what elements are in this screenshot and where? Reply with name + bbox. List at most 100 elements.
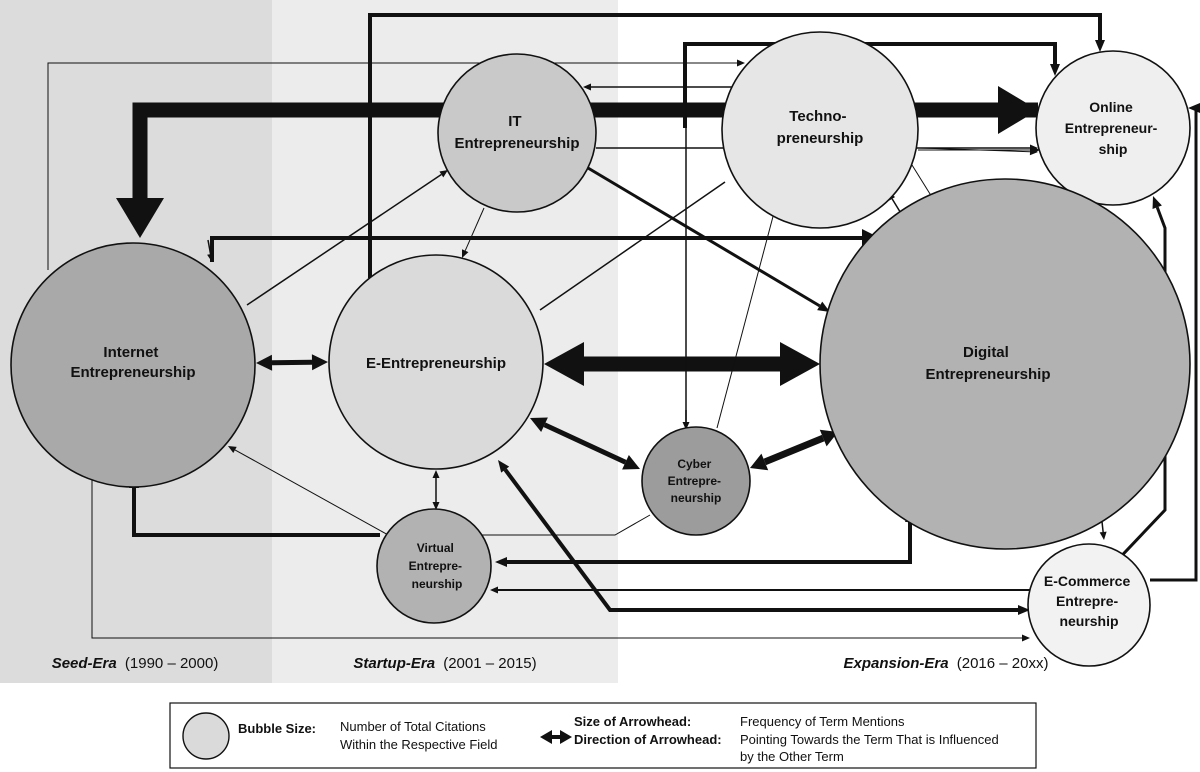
era-range: (2016 – 20xx) — [957, 655, 1049, 672]
influence-arrow — [480, 514, 651, 536]
influence-arrow — [530, 417, 640, 470]
arrow-line — [763, 434, 825, 466]
arrow-line — [587, 166, 821, 308]
legend-bubble-title: Bubble Size: — [238, 721, 316, 736]
node-label-line: Entrepre- — [668, 474, 721, 488]
arrowhead — [540, 730, 552, 744]
node-virtual-entrepreneurship: Virtual Entrepre- neurship — [376, 508, 492, 624]
node-cyber-entrepreneurship: Cyber Entrepre- neurship — [641, 426, 751, 536]
arrow-line — [207, 239, 212, 255]
influence-arrow — [920, 86, 1038, 134]
influence-arrow — [490, 586, 1030, 594]
node-label-line: Entrepreneurship — [70, 364, 195, 381]
influence-arrow — [682, 410, 690, 430]
node-label-line: E-Entrepreneurship — [366, 355, 506, 372]
arrow-line — [246, 173, 442, 306]
arrow-line — [1150, 106, 1200, 582]
arrowhead — [1050, 64, 1060, 76]
influence-arrow — [683, 42, 1060, 128]
arrowhead — [817, 301, 830, 312]
era-range: (1990 – 2000) — [125, 655, 218, 672]
arrowhead — [495, 557, 507, 567]
node-label-line: Internet — [103, 344, 158, 361]
node-internet-entrepreneurship: Internet Entrepreneurship — [10, 242, 256, 488]
influence-arrow — [919, 147, 1038, 156]
arrowhead — [780, 342, 820, 386]
legend-double-arrow-icon — [540, 730, 572, 744]
arrowhead — [116, 198, 164, 238]
node-label-line: neurship — [671, 491, 722, 505]
era-name: Expansion-Era — [844, 655, 949, 672]
arrow-line — [368, 13, 1102, 278]
arrowhead — [682, 422, 690, 430]
arrowhead — [622, 455, 640, 470]
arrow-line — [234, 449, 391, 537]
legend-box — [169, 702, 1037, 769]
influence-arrow — [716, 190, 782, 429]
influence-arrow — [539, 181, 726, 311]
legend-arrow-title-2: Direction of Arrowhead: — [574, 732, 722, 747]
node-label-line: Entrepre- — [409, 559, 462, 573]
influence-arrow — [587, 166, 830, 312]
influence-arrow — [368, 13, 1105, 278]
arrowhead — [490, 586, 498, 594]
arrowhead — [207, 253, 215, 262]
arrowhead — [311, 354, 328, 371]
node-e-entrepreneurship: E-Entrepreneurship — [328, 254, 544, 470]
legend: Bubble Size: Number of Total Citations W… — [169, 702, 1037, 769]
node-label-line: Digital — [963, 344, 1009, 361]
node-label-line: IT — [508, 113, 521, 130]
influence-arrow — [918, 146, 1040, 154]
arrowhead — [1099, 531, 1107, 540]
arrowhead — [1032, 146, 1040, 154]
svg-text:Techno- preneurship: Techno- preneurship — [777, 108, 864, 147]
edges-layer — [47, 13, 1200, 642]
influence-arrow — [256, 354, 328, 371]
svg-text:IT Entrepreneurship: IT Entrepreneurship — [454, 113, 579, 152]
node-label-line: Entrepreneur- — [1065, 120, 1158, 136]
arrowhead — [439, 170, 448, 178]
arrow-line — [480, 514, 651, 536]
arrowhead — [560, 730, 572, 744]
node-e-commerce-entrepreneurship: E-Commerce Entrepre- neurship — [1027, 543, 1151, 667]
node-label-line: Virtual — [417, 541, 454, 555]
arrow-line — [716, 197, 779, 429]
arrowhead — [750, 453, 769, 471]
node-label-line: E-Commerce — [1044, 573, 1131, 589]
arrowhead — [530, 417, 548, 432]
arrow-line — [683, 42, 1057, 128]
node-technopreneurship: Techno- preneurship — [721, 31, 919, 229]
node-label-line: Entrepre- — [1056, 593, 1119, 609]
arrowhead — [583, 83, 591, 91]
arrowhead — [737, 59, 745, 67]
arrow-line — [507, 522, 912, 564]
influence-arrow — [1150, 103, 1200, 582]
node-it-entrepreneurship: IT Entrepreneurship — [437, 53, 597, 213]
influence-arrow — [498, 460, 1030, 615]
node-label-line: neurship — [1059, 613, 1118, 629]
influence-arrow — [544, 342, 820, 386]
svg-text:Online Entrepreneur-: Online Entrepreneur- ship — [1065, 99, 1161, 157]
node-label-line: Entrepreneurship — [925, 366, 1050, 383]
svg-text:E-Commerce Entrepre-: E-Commerce Entrepre- neurship — [1044, 573, 1134, 629]
era-label-startup: Startup-Era (2001 – 2015) — [353, 655, 536, 672]
arrow-line — [464, 207, 485, 251]
influence-arrow — [246, 170, 448, 306]
legend-bubble-icon — [182, 712, 230, 760]
influence-arrow — [228, 446, 391, 537]
arrowhead — [432, 470, 440, 478]
arrowhead — [498, 460, 510, 473]
node-label-line: Techno- — [789, 108, 846, 125]
arrowhead — [1095, 40, 1105, 52]
legend-arrow-desc-2b: by the Other Term — [740, 749, 844, 764]
svg-text:Digital Entrepreneurship: Digital Entrepreneurship — [925, 344, 1050, 383]
node-label-line: preneurship — [777, 130, 864, 147]
arrowhead — [228, 446, 237, 453]
legend-bubble-desc-2: Within the Respective Field — [340, 737, 498, 752]
arrow-line — [503, 468, 1018, 612]
arrowhead — [998, 86, 1038, 134]
influence-arrow — [750, 429, 838, 471]
arrow-line — [891, 198, 902, 214]
